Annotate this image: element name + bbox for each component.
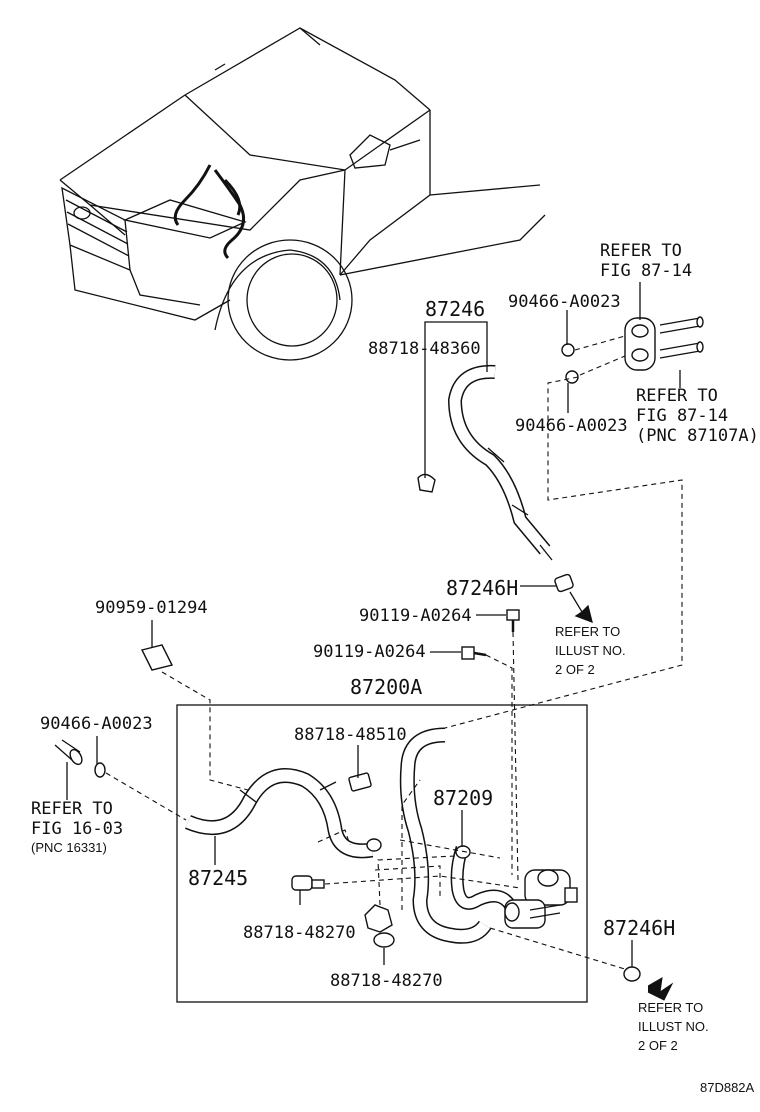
fitting-87209 — [366, 838, 471, 859]
part-labels: 87246 88718-48360 90466-A0023 90466-A002… — [40, 292, 675, 991]
hose-87245 — [185, 768, 374, 859]
label-88718-48270-a: 88718-48270 — [243, 923, 356, 943]
leader-lines — [66, 282, 681, 967]
hose-87209 — [450, 846, 516, 910]
ref-fig-16-03: REFER TO FIG 16-03 (PNC 16331) — [31, 799, 123, 855]
label-90466-a0023-top: 90466-A0023 — [508, 292, 621, 312]
dashed-lines — [105, 335, 683, 971]
svg-text:FIG 16-03: FIG 16-03 — [31, 819, 123, 839]
label-90959-01294: 90959-01294 — [95, 598, 208, 618]
assembly-box-87200a — [176, 704, 588, 1003]
bolt-90119-b — [461, 646, 487, 660]
svg-text:REFER TO: REFER TO — [636, 386, 718, 406]
clamp-90466-top — [561, 343, 579, 384]
svg-text:REFER TO: REFER TO — [555, 624, 620, 639]
bolt-90119-a — [506, 609, 520, 632]
svg-text:ILLUST NO.: ILLUST NO. — [555, 643, 626, 658]
label-87200a: 87200A — [350, 675, 422, 699]
clamp-87246h-upper — [554, 573, 593, 624]
water-pump — [504, 869, 578, 929]
svg-text:FIG 87-14: FIG 87-14 — [600, 261, 692, 281]
svg-text:FIG 87-14: FIG 87-14 — [636, 406, 728, 426]
hose-87246 — [447, 364, 553, 561]
svg-text:2 OF 2: 2 OF 2 — [555, 662, 595, 677]
svg-text:REFER TO: REFER TO — [31, 799, 113, 819]
label-87246: 87246 — [425, 297, 485, 321]
ref-fig-87-14-pnc: REFER TO FIG 87-14 (PNC 87107A) — [636, 386, 759, 446]
svg-text:(PNC 87107A): (PNC 87107A) — [636, 426, 759, 446]
clamp-88718-48270-b — [364, 904, 395, 948]
svg-text:(PNC 16331): (PNC 16331) — [31, 840, 107, 855]
figure-id: 87D882A — [700, 1080, 755, 1095]
label-90466-a0023-mid: 90466-A0023 — [515, 416, 628, 436]
label-88718-48270-b: 88718-48270 — [330, 971, 443, 991]
ref-fig-87-14-top: REFER TO FIG 87-14 — [600, 241, 692, 281]
ref-illust-upper: REFER TO ILLUST NO. 2 OF 2 — [555, 624, 626, 677]
label-90466-a0023-left: 90466-A0023 — [40, 714, 153, 734]
label-88718-48360: 88718-48360 — [368, 339, 481, 359]
label-87246h-upper: 87246H — [446, 576, 518, 600]
clip-88718-48510 — [348, 772, 372, 792]
plug-90959-01294 — [140, 644, 174, 671]
clip-88718-48360 — [417, 473, 436, 493]
svg-text:2 OF 2: 2 OF 2 — [638, 1038, 678, 1053]
label-88718-48510: 88718-48510 — [294, 725, 407, 745]
clamp-88718-48270-a — [291, 875, 325, 891]
ref-illust-lower: REFER TO ILLUST NO. 2 OF 2 — [638, 1000, 709, 1053]
svg-text:REFER TO: REFER TO — [600, 241, 682, 261]
label-90119-a0264-a: 90119-A0264 — [359, 606, 472, 626]
clamp-87246h-lower — [623, 966, 674, 1001]
label-87245: 87245 — [188, 866, 248, 890]
label-87246h-lower: 87246H — [603, 916, 675, 940]
label-87209: 87209 — [433, 786, 493, 810]
pipe-fig-16-03 — [54, 739, 106, 778]
label-90119-a0264-b: 90119-A0264 — [313, 642, 426, 662]
hose-upper-box — [399, 727, 492, 944]
heater-connectors — [624, 316, 704, 371]
svg-text:ILLUST NO.: ILLUST NO. — [638, 1019, 709, 1034]
vehicle-illustration — [59, 27, 546, 361]
svg-text:REFER TO: REFER TO — [638, 1000, 703, 1015]
